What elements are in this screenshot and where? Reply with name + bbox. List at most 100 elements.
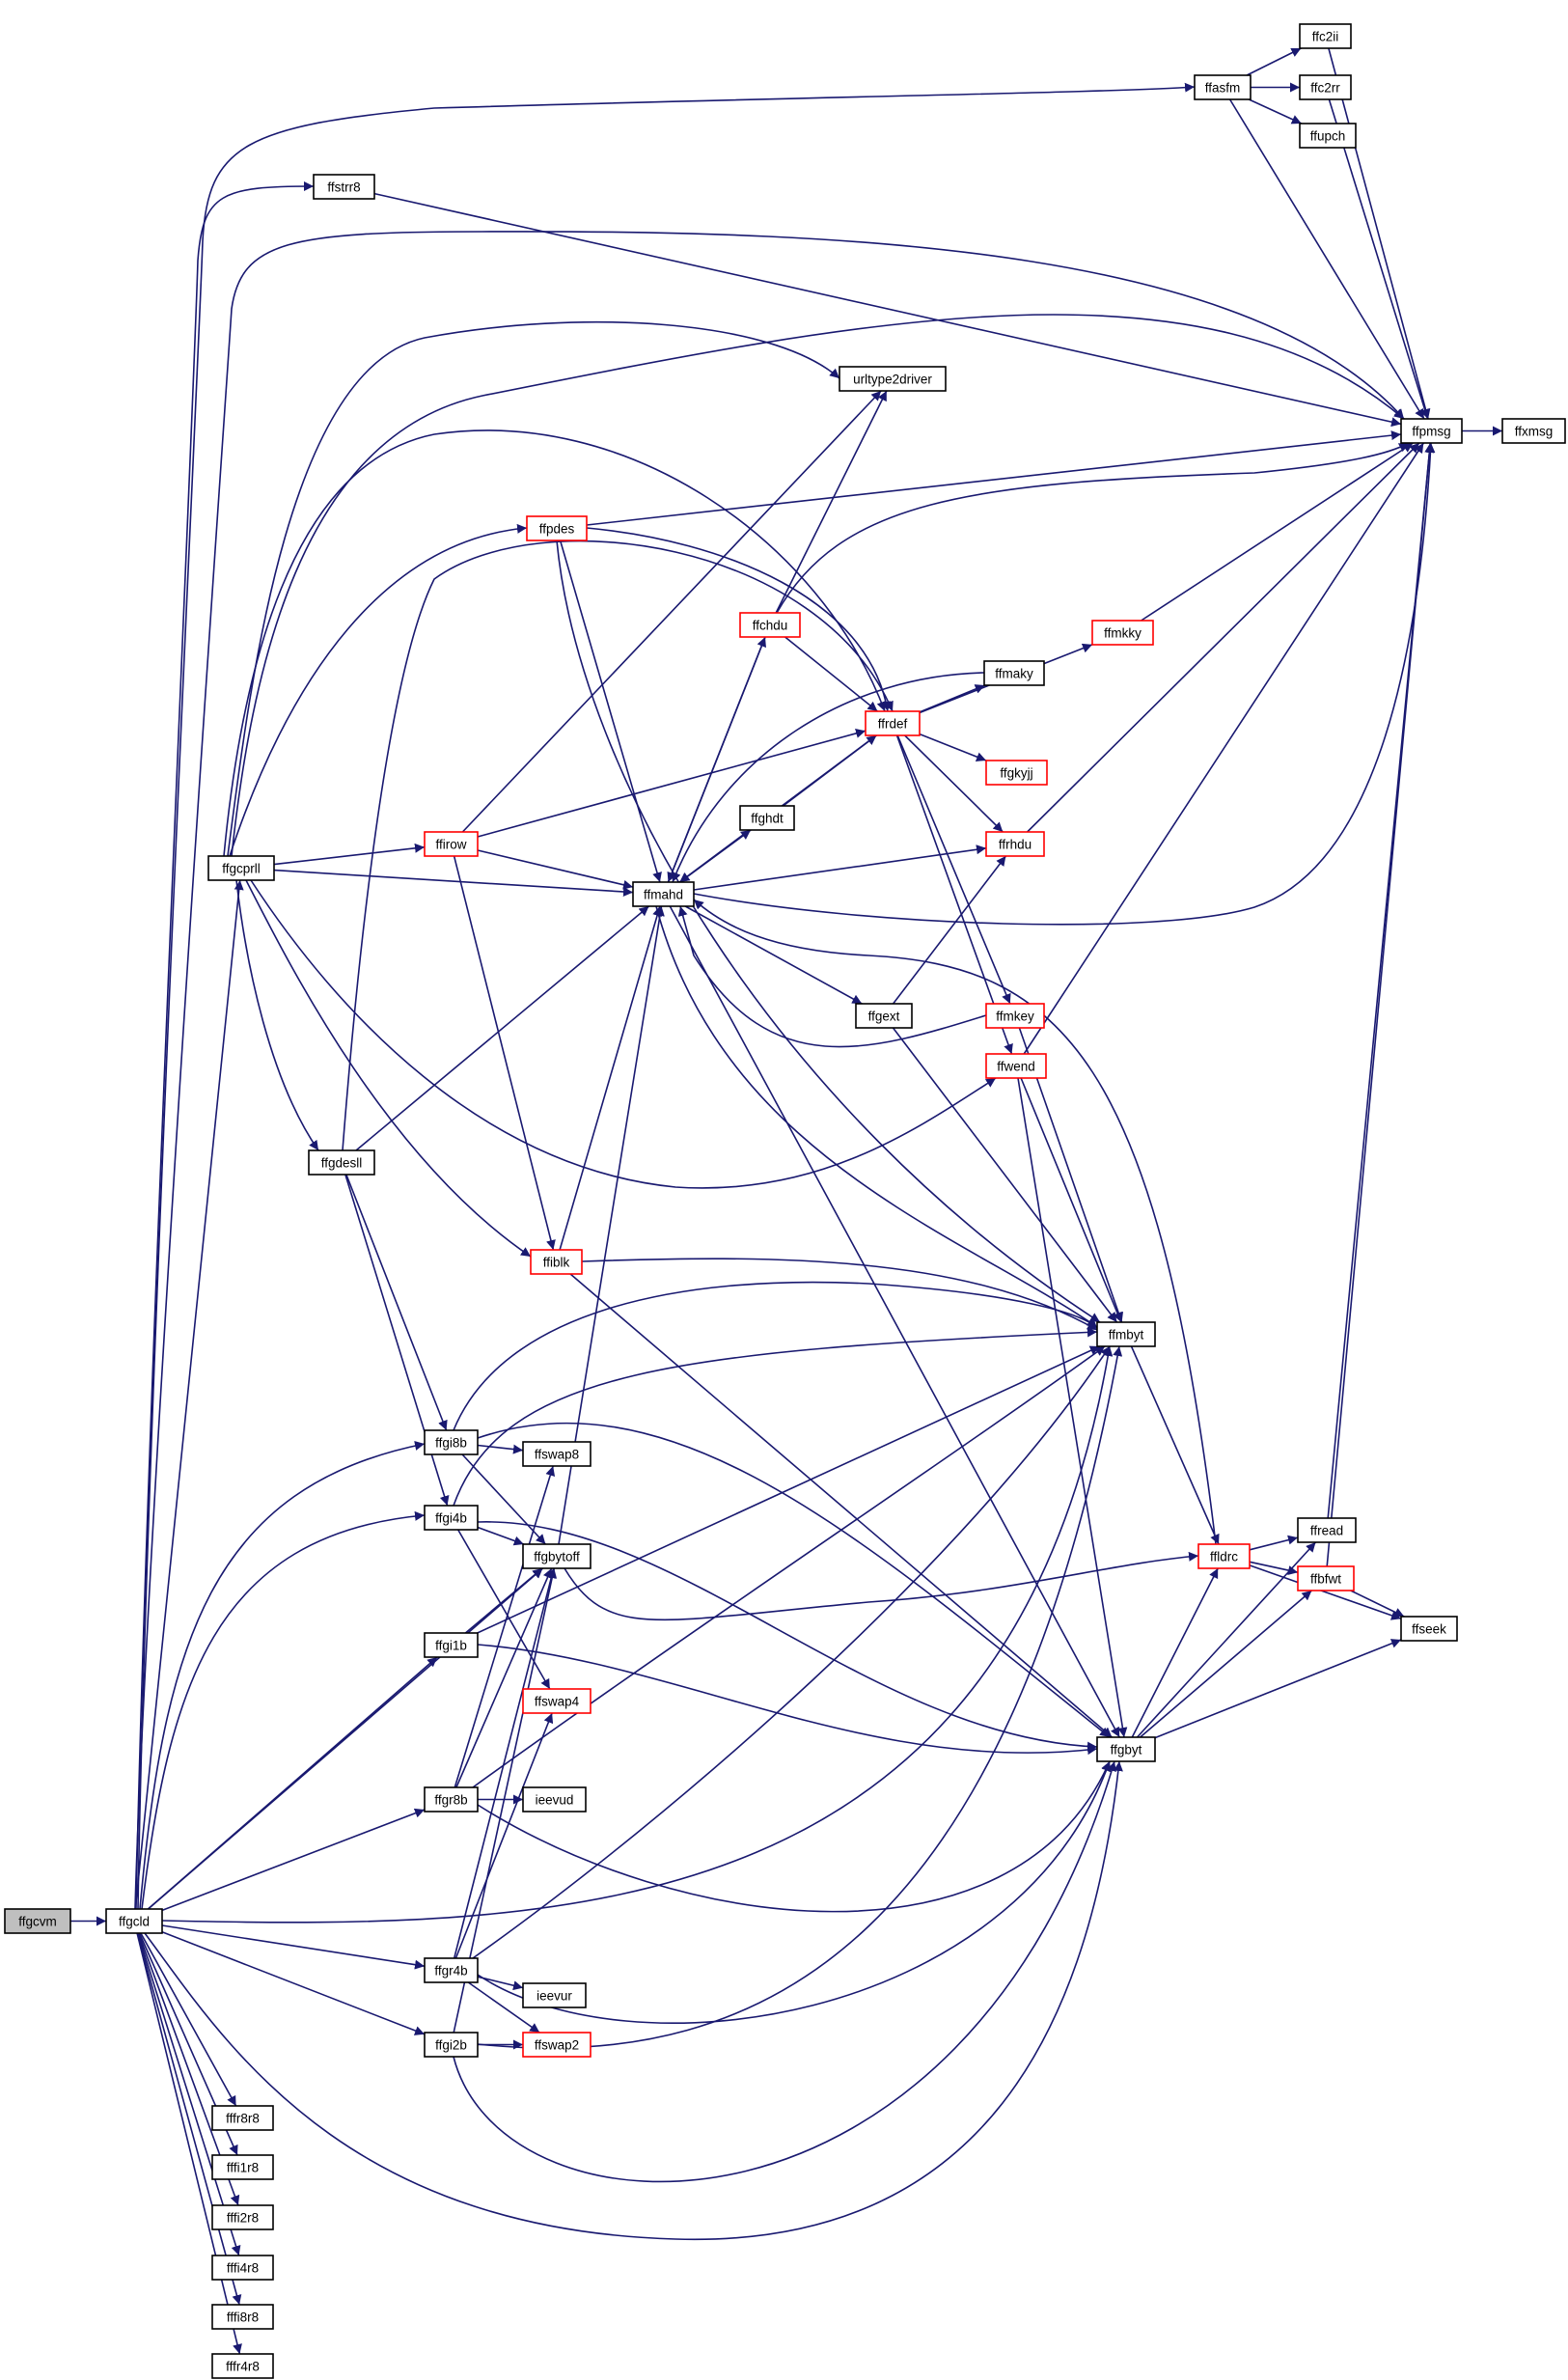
node-box [739, 612, 801, 638]
node-ffgr8b[interactable]: ffgr8b [424, 1786, 479, 1813]
node-ffldrc[interactable]: ffldrc [1197, 1543, 1251, 1569]
node-ffmkky[interactable]: ffmkky [1091, 620, 1154, 646]
node-box [985, 1053, 1047, 1079]
edge-ffiblk-to-ffgbyt [569, 1273, 1113, 1738]
node-box [985, 1003, 1045, 1029]
edge-ffgbyt-to-ffread [1136, 1541, 1317, 1738]
node-ffc2ii[interactable]: ffc2ii [1299, 23, 1352, 49]
node-ffswap2[interactable]: ffswap2 [522, 2032, 591, 2058]
node-box [211, 2353, 274, 2379]
edge-ffchdu-to-ffrdef [784, 636, 878, 712]
node-label: ffgr4b [434, 1964, 467, 1979]
node-ffgr4b[interactable]: ffgr4b [424, 1957, 479, 1983]
edge-ffgcprll-to-ffrdef [223, 429, 887, 857]
node-ieevur[interactable]: ieevur [522, 1982, 587, 2008]
node-ffirow[interactable]: ffirow [424, 831, 479, 857]
node-ffmbyt[interactable]: ffmbyt [1096, 1321, 1156, 1347]
edge-ffgi2b-to-ffgbyt [453, 1760, 1116, 2183]
node-box [1299, 123, 1357, 149]
edge-ffgcprll-to-ffpdes [229, 523, 528, 857]
edge-ffpdes-to-ffmbyt [556, 540, 1101, 1323]
node-ffbfwt[interactable]: ffbfwt [1297, 1565, 1355, 1591]
node-box [313, 174, 375, 200]
node-ffgi1b[interactable]: ffgi1b [424, 1632, 479, 1658]
node-ffgdesll[interactable]: ffgdesll [308, 1149, 375, 1176]
node-ffgext[interactable]: ffgext [855, 1003, 913, 1029]
node-ffgcld[interactable]: ffgcld [105, 1908, 163, 1934]
edge-ffgdesll-to-ffgi4b [344, 1174, 450, 1507]
node-label: ffrhdu [999, 838, 1032, 852]
node-label: ffchdu [753, 619, 788, 633]
node-ffpmsg[interactable]: ffpmsg [1400, 418, 1463, 444]
node-fffr8r8[interactable]: fffr8r8 [211, 2105, 274, 2131]
edge-ffstrr8-to-ffpmsg [373, 192, 1402, 428]
node-ffgbyt[interactable]: ffgbyt [1096, 1736, 1156, 1762]
node-ffseek[interactable]: ffseek [1400, 1616, 1458, 1642]
node-label: ffgi2b [435, 2038, 467, 2053]
node-ffpdes[interactable]: ffpdes [526, 515, 588, 541]
node-ffgcvm[interactable]: ffgcvm [4, 1908, 71, 1934]
node-ffasfm[interactable]: ffasfm [1194, 74, 1252, 100]
edge-ffgi8b-to-ffmbyt [453, 1281, 1098, 1431]
node-fffi2r8[interactable]: fffi2r8 [211, 2204, 274, 2230]
node-box [211, 2204, 274, 2230]
node-box [424, 1632, 479, 1658]
node-ffgcprll[interactable]: ffgcprll [207, 855, 275, 881]
node-label: ffldrc [1210, 1550, 1238, 1564]
node-label: fffi4r8 [227, 2261, 259, 2276]
edge-ffgi2b-to-ffgbytoff [453, 1567, 558, 2034]
node-urltype2driver[interactable]: urltype2driver [839, 366, 947, 392]
node-box [855, 1003, 913, 1029]
node-ieevud[interactable]: ieevud [522, 1786, 587, 1813]
node-ffread[interactable]: ffread [1297, 1517, 1357, 1543]
edge-ffgcld-to-fffi4r8 [137, 1932, 241, 2256]
edge-ffgbyt-to-ffldrc [1131, 1567, 1219, 1738]
node-ffchdu[interactable]: ffchdu [739, 612, 801, 638]
node-label: ffmaky [995, 667, 1033, 681]
edge-ffgdesll-to-ffgi8b [345, 1174, 448, 1431]
edge-ffgcprll-to-ffgdesll [235, 879, 319, 1151]
node-box [522, 1543, 591, 1569]
edge-ffasfm-to-ffpmsg [1228, 98, 1425, 420]
node-label: ieevur [536, 1989, 572, 2004]
node-label: ffirow [435, 838, 466, 852]
node-box [530, 1249, 583, 1275]
node-ffmkey[interactable]: ffmkey [985, 1003, 1045, 1029]
node-ffrhdu[interactable]: ffrhdu [985, 831, 1045, 857]
node-ffwend[interactable]: ffwend [985, 1053, 1047, 1079]
node-box [1299, 74, 1352, 100]
node-ffc2rr[interactable]: ffc2rr [1299, 74, 1352, 100]
node-ffgi4b[interactable]: ffgi4b [424, 1505, 479, 1531]
node-ffswap4[interactable]: ffswap4 [522, 1688, 591, 1714]
node-box [522, 1982, 587, 2008]
edge-ffiblk-to-ffmahd [559, 905, 662, 1251]
node-ffghdt[interactable]: ffghdt [739, 805, 795, 831]
edge-ffghdt-to-ffrdef [783, 734, 877, 807]
node-ffgi2b[interactable]: ffgi2b [424, 2032, 479, 2058]
node-ffmaky[interactable]: ffmaky [983, 660, 1045, 686]
node-ffupch[interactable]: ffupch [1299, 123, 1357, 149]
node-box [522, 1688, 591, 1714]
edge-ffgr4b-to-ffmbyt [472, 1345, 1111, 1959]
node-ffswap8[interactable]: ffswap8 [522, 1441, 591, 1467]
node-ffgbytoff[interactable]: ffgbytoff [522, 1543, 591, 1569]
node-ffiblk[interactable]: ffiblk [530, 1249, 583, 1275]
node-ffstrr8[interactable]: ffstrr8 [313, 174, 375, 200]
node-fffi4r8[interactable]: fffi4r8 [211, 2255, 274, 2281]
node-box [985, 831, 1045, 857]
node-fffi8r8[interactable]: fffi8r8 [211, 2304, 274, 2330]
node-ffmahd[interactable]: ffmahd [632, 881, 695, 907]
edge-ffrdef-to-ffmkey [896, 734, 1011, 1005]
node-box [424, 1786, 479, 1813]
node-ffgkyjj[interactable]: ffgkyjj [985, 760, 1048, 786]
node-box [424, 831, 479, 857]
node-label: ffrdef [878, 717, 908, 732]
node-ffgi8b[interactable]: ffgi8b [424, 1429, 479, 1455]
node-fffr4r8[interactable]: fffr4r8 [211, 2353, 274, 2379]
node-label: ffseek [1412, 1622, 1446, 1637]
node-ffxmsg[interactable]: ffxmsg [1501, 418, 1566, 444]
node-label: ffgcprll [222, 862, 261, 876]
node-fffi1r8[interactable]: fffi1r8 [211, 2154, 274, 2180]
node-label: ffasfm [1205, 81, 1241, 96]
node-ffrdef[interactable]: ffrdef [865, 710, 921, 736]
